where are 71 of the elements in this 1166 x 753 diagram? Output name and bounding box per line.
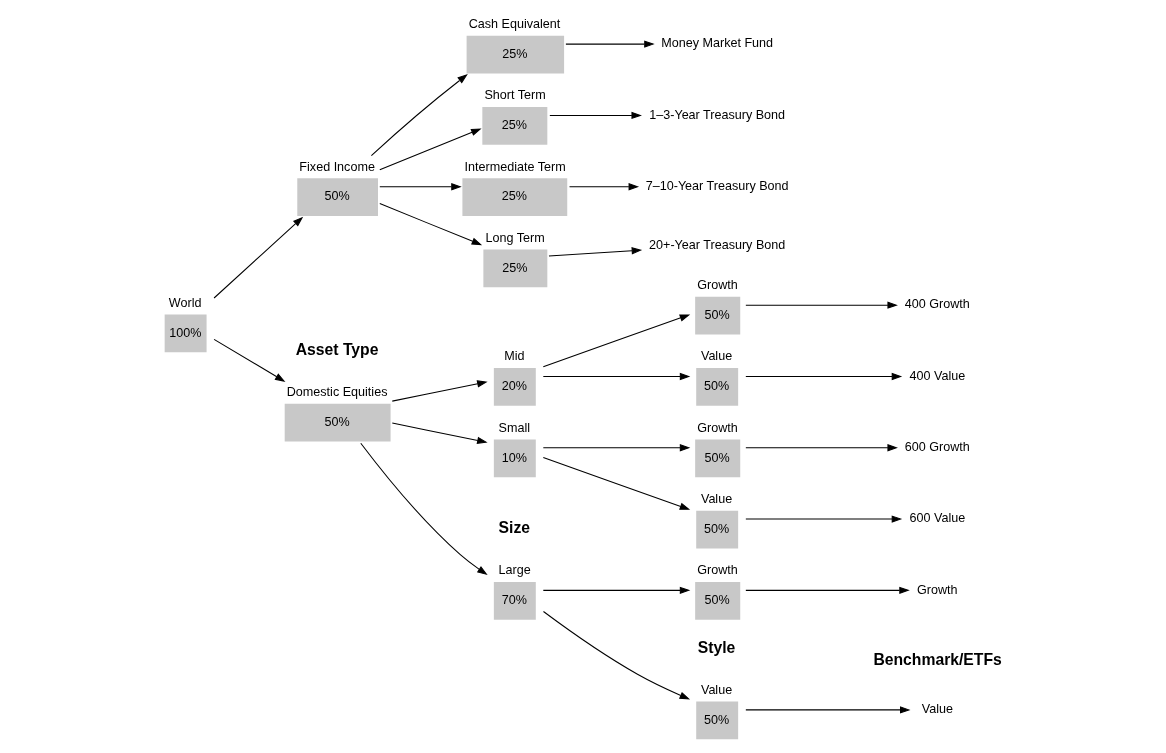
arrow xyxy=(378,202,482,245)
node-label: Fixed Income xyxy=(298,159,375,174)
node-box: 50% xyxy=(694,438,740,477)
arrow xyxy=(744,443,898,451)
arrow xyxy=(744,514,902,523)
node-label: Value xyxy=(700,491,732,506)
node-text: 1–3-Year Treasury Bond xyxy=(648,107,785,122)
node-label: Growth xyxy=(696,420,738,435)
arrow xyxy=(744,586,910,594)
arrow xyxy=(391,422,488,444)
node-text: 600 Value xyxy=(908,510,965,525)
arrow xyxy=(391,379,488,402)
arrow xyxy=(547,246,642,256)
node-box: 50% xyxy=(695,701,738,739)
node-text: Money Market Fund xyxy=(660,35,773,50)
node-box: 10% xyxy=(493,438,536,477)
node-label: Growth xyxy=(696,277,738,292)
node-label: World xyxy=(168,295,201,310)
node-label: Cash Equivalent xyxy=(468,16,560,31)
node-text: Value xyxy=(921,701,953,716)
node-box: 25% xyxy=(466,35,564,73)
arrow xyxy=(548,111,642,119)
arrow xyxy=(359,442,488,575)
node-label: Mid xyxy=(503,348,525,363)
node-box: 25% xyxy=(461,177,567,216)
arrow xyxy=(542,456,690,510)
arrow xyxy=(542,443,690,451)
label: Size xyxy=(498,518,530,536)
node-label: Value xyxy=(700,682,732,697)
node-text: 7–10-Year Treasury Bond xyxy=(645,178,789,193)
label: Benchmark/ETFs xyxy=(872,650,1002,668)
node-label: Growth xyxy=(696,562,738,577)
arrow xyxy=(564,39,655,48)
node-box: 50% xyxy=(296,177,378,216)
arrow xyxy=(744,301,898,309)
arrow xyxy=(542,372,690,380)
node-box: 25% xyxy=(481,106,547,145)
node-text: 400 Value xyxy=(908,368,965,383)
node-text: 20+-Year Treasury Bond xyxy=(648,237,785,252)
arrow xyxy=(744,705,910,714)
arrow xyxy=(542,313,690,367)
node-label: Large xyxy=(498,562,531,577)
node-box: 50% xyxy=(284,403,391,441)
label: Style xyxy=(697,638,735,656)
arrow xyxy=(542,586,690,594)
node-box: 100% xyxy=(164,314,207,352)
node-box: 50% xyxy=(695,510,738,548)
arrow xyxy=(213,216,303,299)
node-label: Value xyxy=(700,348,732,363)
arrow xyxy=(744,372,902,380)
node-box: 50% xyxy=(694,581,740,620)
node-box: 70% xyxy=(493,581,536,620)
node-label: Short Term xyxy=(483,87,546,102)
node-label: Long Term xyxy=(484,230,545,245)
arrow xyxy=(213,338,285,382)
arrow xyxy=(542,610,690,699)
node-box: 20% xyxy=(493,367,536,406)
node-text: 400 Growth xyxy=(904,296,970,311)
node-box: 50% xyxy=(695,367,738,406)
arrow xyxy=(370,73,468,156)
node-label: Domestic Equities xyxy=(286,384,387,399)
node-box: 50% xyxy=(694,296,740,335)
arrow xyxy=(378,128,482,170)
arrow xyxy=(378,182,462,190)
node-text: Growth xyxy=(916,582,958,597)
node-label: Small xyxy=(498,420,530,435)
node-text: 600 Growth xyxy=(904,439,970,454)
node-box: 25% xyxy=(482,249,547,287)
node-label: Intermediate Term xyxy=(464,159,566,174)
label: Asset Type xyxy=(295,340,378,358)
arrow xyxy=(568,182,639,190)
